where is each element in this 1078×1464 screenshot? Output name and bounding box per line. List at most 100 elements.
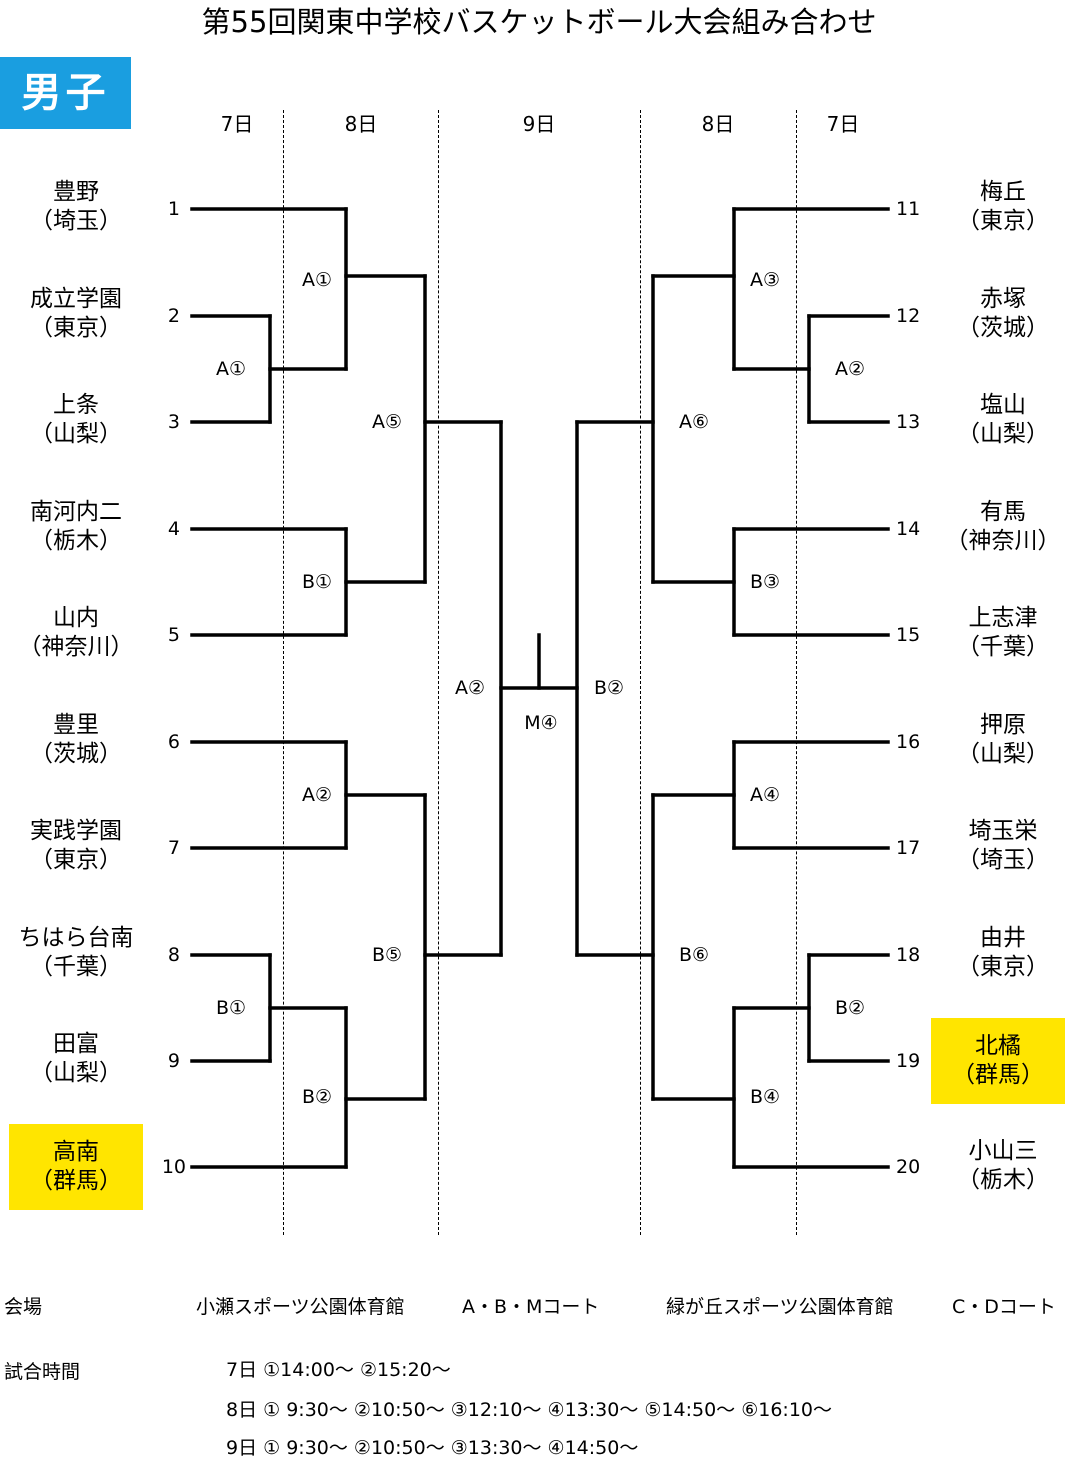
team-name: 豊野: [53, 179, 99, 205]
team-prefecture: （山梨）: [30, 1060, 122, 1086]
seed-number: 3: [167, 411, 180, 433]
day-header-center-9: 9日: [522, 112, 556, 136]
match-label: A④: [749, 784, 781, 806]
day-divider: [283, 110, 284, 1235]
seed-number: 6: [167, 731, 180, 753]
team-name: 梅丘: [980, 179, 1026, 205]
team-prefecture: （東京）: [30, 315, 122, 341]
team-prefecture: （山梨）: [30, 421, 122, 447]
venue2-name: 緑が丘スポーツ公園体育館: [666, 1296, 894, 1318]
team-prefecture: （茨城）: [30, 741, 122, 767]
team-left-5: 山内 （神奈川）: [11, 604, 141, 662]
seed-number: 2: [167, 305, 180, 327]
team-left-2: 成立学園 （東京）: [11, 285, 141, 343]
team-name: 上志津: [968, 605, 1038, 631]
schedule-day8: 8日 ① 9:30～ ②10:50～ ③12:10～ ④13:30～ ⑤14:5…: [226, 1399, 833, 1421]
team-prefecture: （千葉）: [957, 634, 1049, 660]
day-header-left-7: 7日: [220, 112, 254, 136]
day-divider: [640, 110, 641, 1235]
team-name: 南河内二: [30, 499, 122, 525]
team-name: 押原: [980, 712, 1026, 738]
team-left-8: ちはら台南 （千葉）: [11, 924, 141, 982]
team-right-19-highlighted: 北橘 （群馬）: [931, 1018, 1065, 1104]
team-name: 豊里: [53, 712, 99, 738]
page-title: 第55回関東中学校バスケットボール大会組み合わせ: [201, 5, 877, 39]
match-label: B①: [301, 571, 333, 593]
match-label: A①: [215, 358, 247, 380]
match-label: A③: [749, 269, 781, 291]
match-label: A①: [301, 269, 333, 291]
seed-number: 1: [167, 198, 180, 220]
seed-number: 9: [167, 1050, 180, 1072]
team-left-3: 上条 （山梨）: [11, 391, 141, 449]
day-divider: [438, 110, 439, 1235]
team-right-20: 小山三 （栃木）: [938, 1137, 1068, 1195]
team-right-12: 赤塚 （茨城）: [938, 285, 1068, 343]
venue1-courts: A・B・Mコート: [462, 1296, 600, 1318]
seed-number: 8: [167, 944, 180, 966]
team-prefecture: （神奈川）: [945, 528, 1061, 554]
team-right-15: 上志津 （千葉）: [938, 604, 1068, 662]
team-right-11: 梅丘 （東京）: [938, 178, 1068, 236]
seed-number: 20: [896, 1156, 921, 1178]
team-name: 由井: [980, 925, 1026, 951]
team-right-16: 押原 （山梨）: [938, 711, 1068, 769]
seed-number: 11: [896, 198, 921, 220]
gender-badge: 男子: [0, 57, 131, 129]
team-name: 上条: [53, 392, 99, 418]
team-name: ちはら台南: [18, 925, 134, 951]
match-label: B⑤: [371, 944, 403, 966]
team-prefecture: （栃木）: [957, 1167, 1049, 1193]
venue1-name: 小瀬スポーツ公園体育館: [196, 1296, 405, 1318]
team-prefecture: （群馬）: [952, 1062, 1044, 1088]
team-prefecture: （山梨）: [957, 421, 1049, 447]
seed-number: 17: [896, 837, 921, 859]
team-name: 田富: [53, 1031, 99, 1057]
seed-number: 16: [896, 731, 921, 753]
team-right-13: 塩山 （山梨）: [938, 391, 1068, 449]
seed-number: 13: [896, 411, 921, 433]
team-right-14: 有馬 （神奈川）: [938, 498, 1068, 556]
team-prefecture: （埼玉）: [957, 847, 1049, 873]
schedule-day7: 7日 ①14:00～ ②15:20～: [226, 1359, 451, 1381]
seed-number: 5: [167, 624, 180, 646]
team-name: 埼玉栄: [968, 818, 1038, 844]
day-header-right-7: 7日: [826, 112, 860, 136]
team-prefecture: （群馬）: [30, 1168, 122, 1194]
team-name: 高南: [53, 1139, 99, 1165]
match-label: A⑥: [678, 411, 710, 433]
match-label: A②: [301, 784, 333, 806]
team-prefecture: （東京）: [30, 847, 122, 873]
day-header-right-8: 8日: [701, 112, 735, 136]
match-label: B②: [301, 1086, 333, 1108]
team-prefecture: （山梨）: [957, 741, 1049, 767]
team-name: 実践学園: [30, 818, 122, 844]
seed-number: 7: [167, 837, 180, 859]
team-name: 有馬: [980, 499, 1026, 525]
team-prefecture: （埼玉）: [30, 208, 122, 234]
seed-number: 18: [896, 944, 921, 966]
team-name: 北橘: [975, 1033, 1021, 1059]
match-label: A⑤: [371, 411, 403, 433]
day-header-left-8: 8日: [344, 112, 378, 136]
match-label: B①: [215, 997, 247, 1019]
team-prefecture: （千葉）: [30, 954, 122, 980]
match-label-final: M④: [524, 712, 558, 734]
team-name: 塩山: [980, 392, 1026, 418]
seed-number: 10: [161, 1156, 186, 1178]
team-left-7: 実践学園 （東京）: [11, 817, 141, 875]
seed-number: 12: [896, 305, 921, 327]
team-name: 赤塚: [980, 286, 1026, 312]
schedule-day9: 9日 ① 9:30～ ②10:50～ ③13:30～ ④14:50～: [226, 1437, 639, 1459]
seed-number: 19: [896, 1050, 921, 1072]
team-prefecture: （神奈川）: [18, 634, 134, 660]
seed-number: 4: [167, 518, 180, 540]
team-right-17: 埼玉栄 （埼玉）: [938, 817, 1068, 875]
team-right-18: 由井 （東京）: [938, 924, 1068, 982]
seed-number: 15: [896, 624, 921, 646]
match-label: A②: [834, 358, 866, 380]
match-label: B③: [749, 571, 781, 593]
team-left-9: 田富 （山梨）: [11, 1030, 141, 1088]
match-label: B②: [593, 677, 625, 699]
team-name: 小山三: [968, 1138, 1038, 1164]
